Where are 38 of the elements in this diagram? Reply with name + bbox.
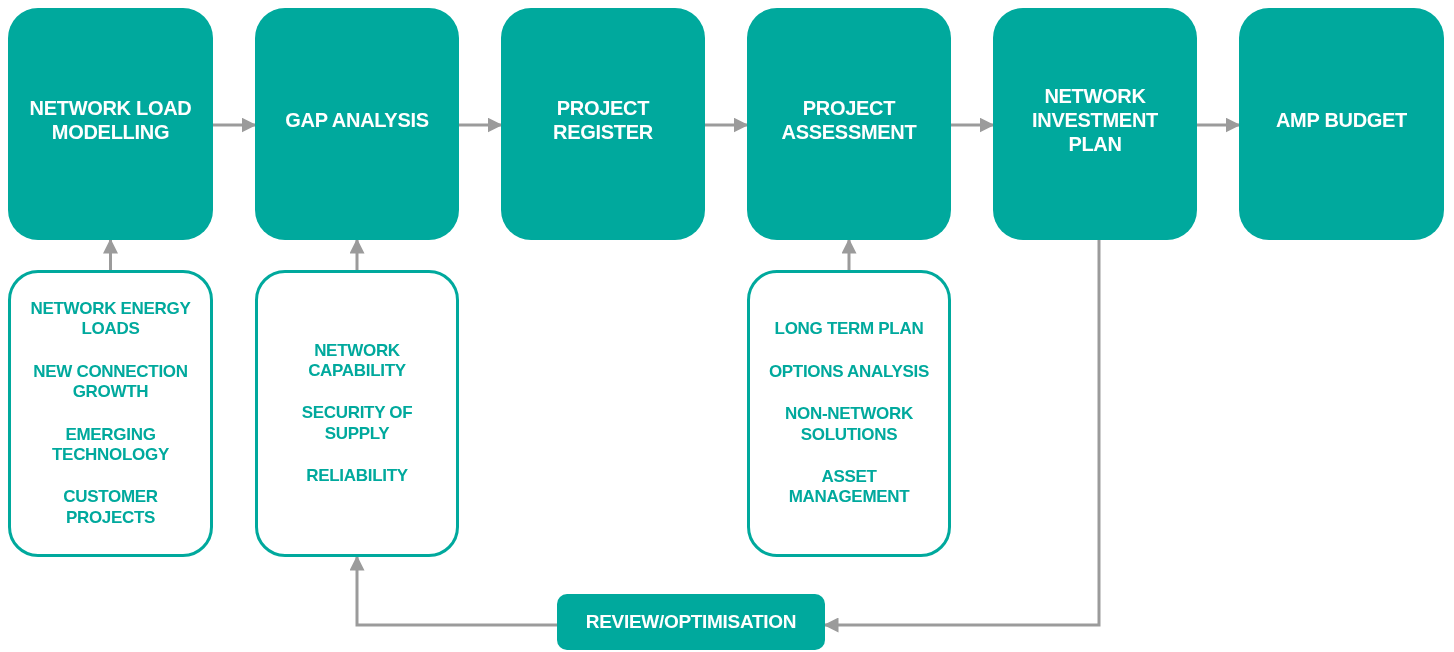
box-label: GAP ANALYSIS [285,108,429,132]
box-label: OPTIONS ANALYSIS [768,361,930,383]
feedback-box [557,594,825,650]
arrow [349,238,365,270]
arrow [213,117,257,133]
arrow [951,117,995,133]
box-label: NETWORK INVESTMENT PLAN [1031,84,1159,156]
box-label: SECURITY OF SUPPLY [300,403,414,445]
input-list-box [747,270,951,557]
arrow [823,240,1101,633]
arrow [103,238,118,270]
box-label: NON-NETWORK SOLUTIONS [784,404,914,445]
box-label: AMP BUDGET [1275,108,1408,132]
input-list-box [255,270,459,557]
arrow [705,117,749,133]
box-label: REVIEW/OPTIMISATION [585,610,797,634]
box-label: NEW CONNECTION GROWTH [32,361,189,403]
process-box [1239,8,1444,240]
process-box [747,8,951,240]
box-label: PROJECT ASSESSMENT [780,96,918,144]
box-label: PROJECT REGISTER [552,96,654,144]
box-label: ASSET MANAGEMENT [787,466,911,508]
arrow [841,238,857,270]
box-label: EMERGING TECHNOLOGY [51,424,170,466]
arrow [459,117,503,133]
box-label: LONG TERM PLAN [774,319,924,340]
box-label: NETWORK ENERGY LOADS [29,298,192,340]
box-label: NETWORK LOAD MODELLING [28,96,193,144]
input-list-box [8,270,213,557]
process-box [993,8,1197,240]
process-box [501,8,705,240]
process-box [8,8,213,240]
process-box [255,8,459,240]
box-label: NETWORK CAPABILITY [307,340,407,382]
box-label: CUSTOMER PROJECTS [62,487,159,529]
box-label: RELIABILITY [306,466,408,487]
arrow [349,555,557,627]
arrow [1197,117,1241,133]
